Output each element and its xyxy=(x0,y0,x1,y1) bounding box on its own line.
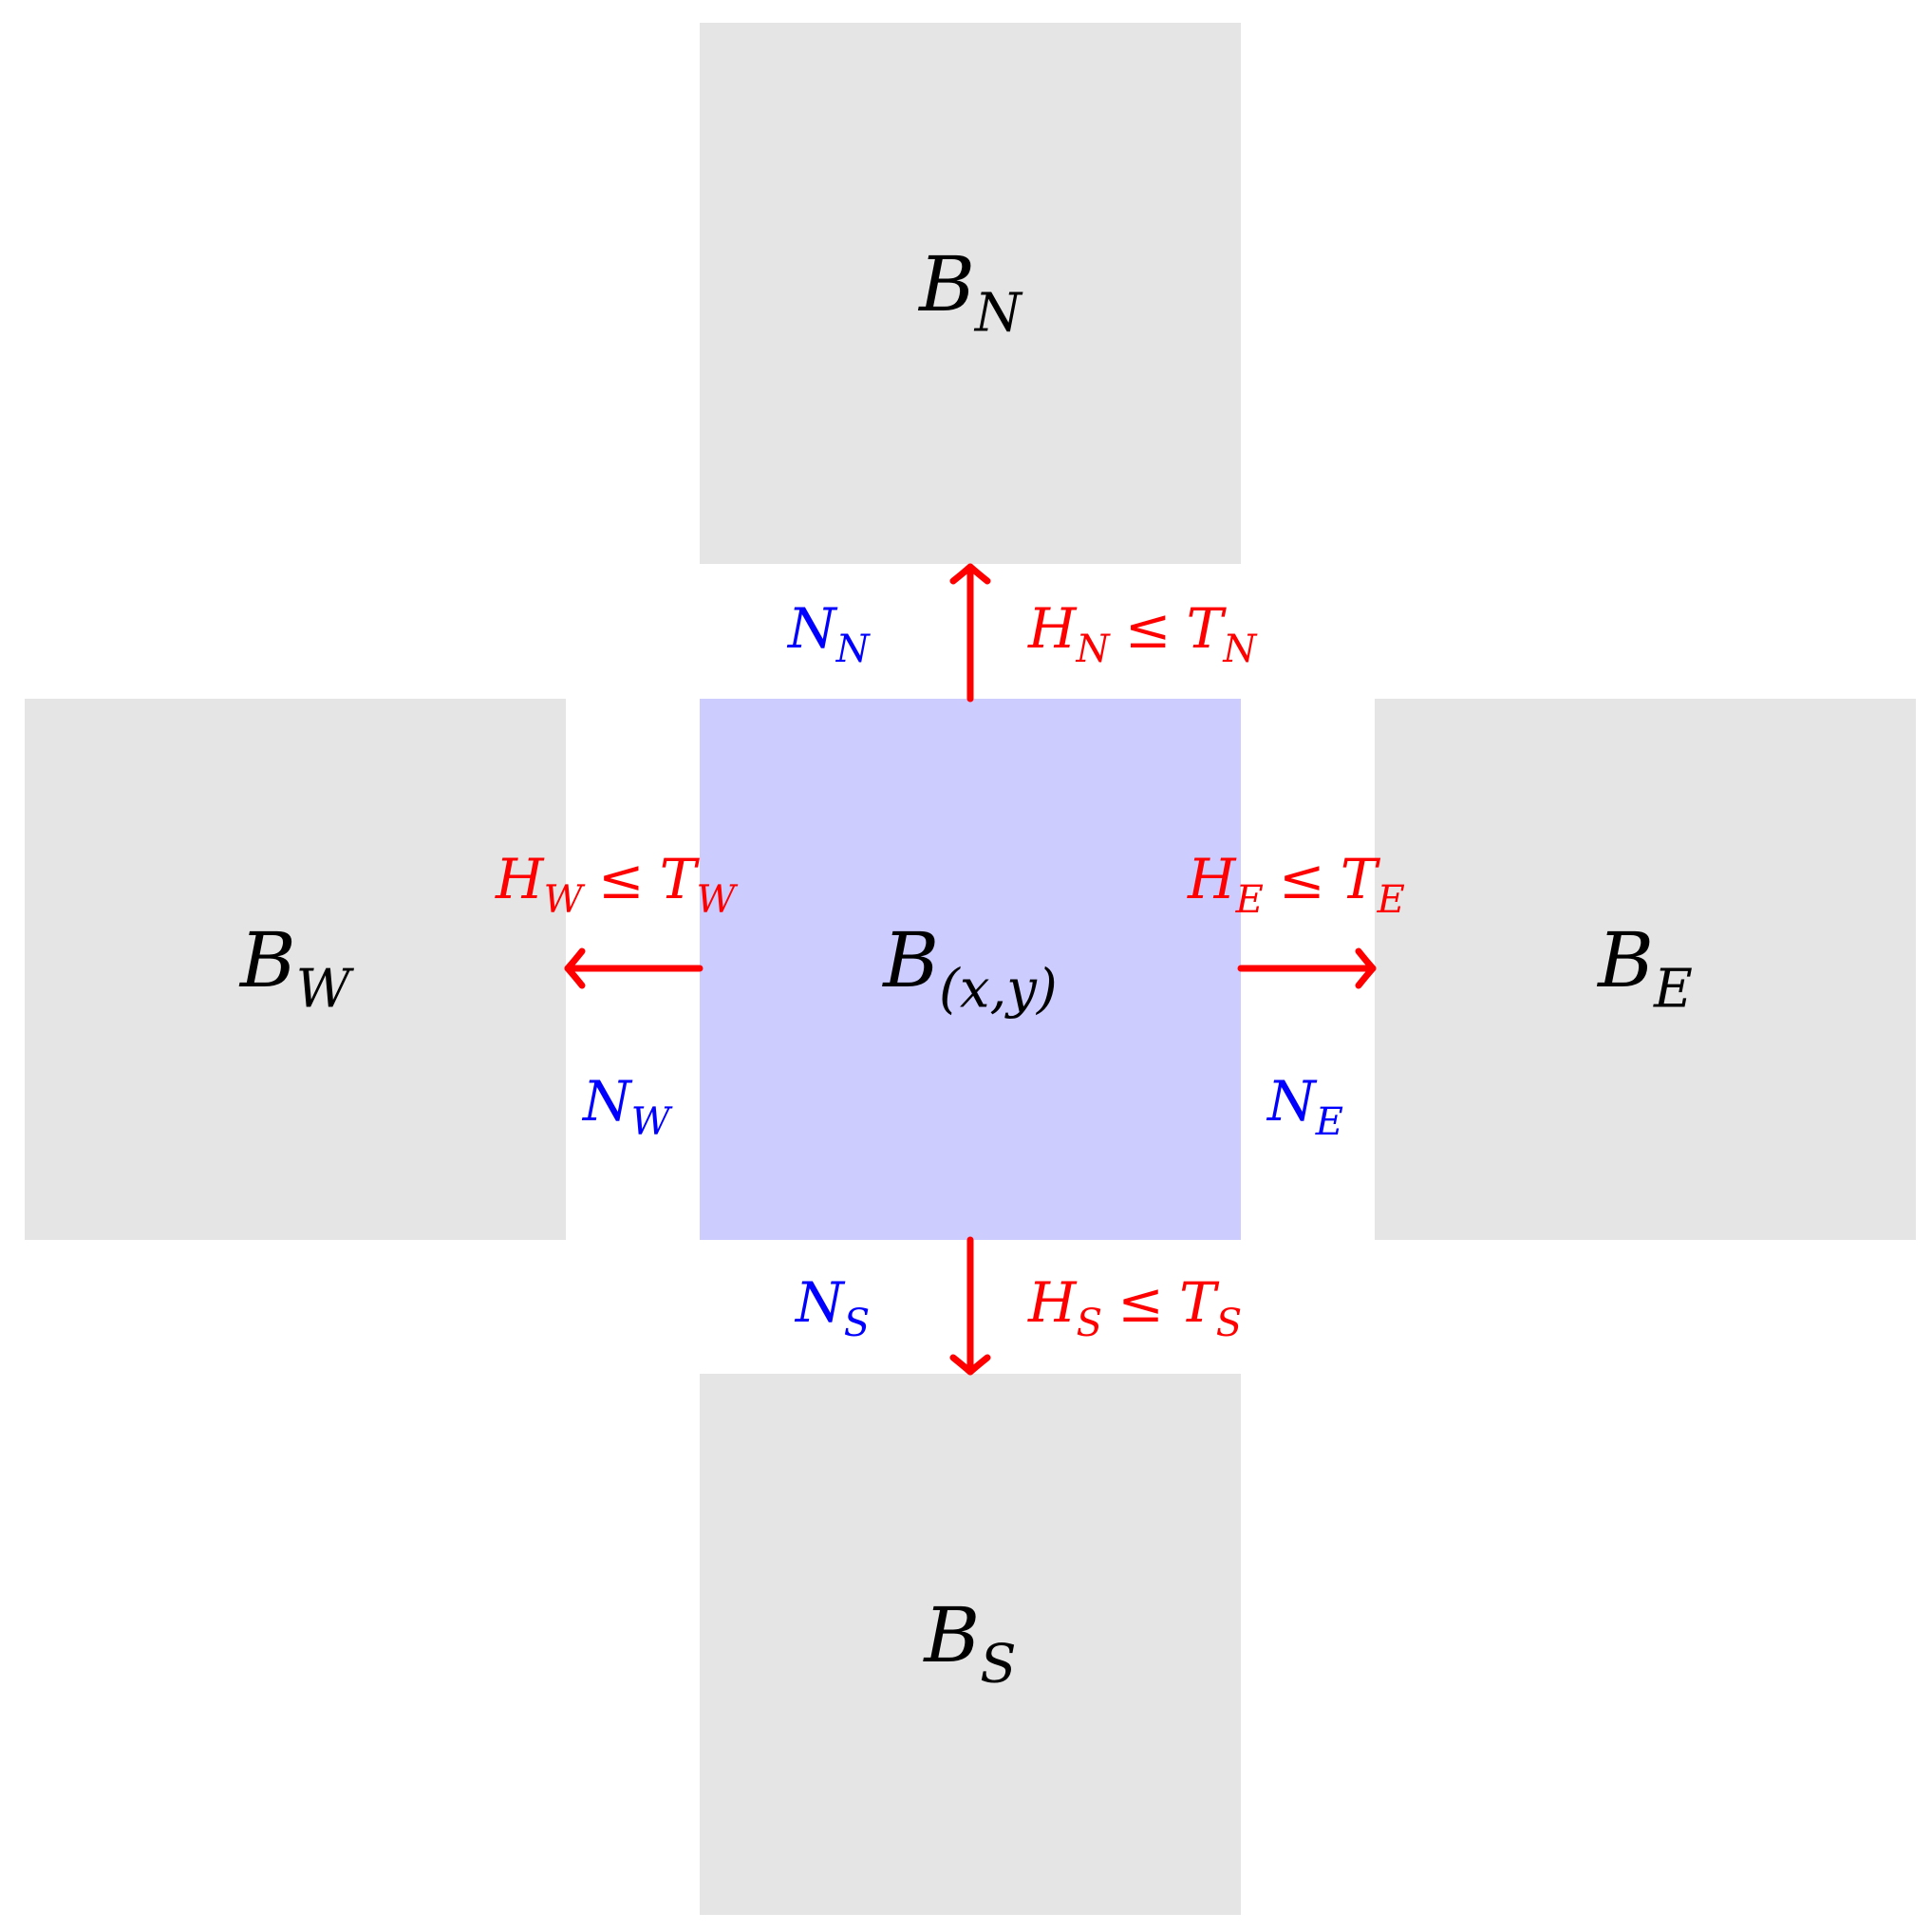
block-center: B(x,y) xyxy=(700,699,1241,1240)
block-west: BW xyxy=(25,699,566,1240)
condition-label-south: HS≤TS xyxy=(1028,1270,1243,1346)
block-east-label: BE xyxy=(1598,915,1693,1021)
condition-label-north: HN≤TN xyxy=(1028,596,1257,672)
block-south-label: BS xyxy=(924,1590,1017,1696)
neighbor-label-south: NS xyxy=(796,1270,871,1346)
arrow-east xyxy=(1237,947,1377,989)
condition-label-west: HW≤TW xyxy=(496,847,736,923)
block-center-label: B(x,y) xyxy=(883,915,1058,1021)
block-south: BS xyxy=(700,1374,1241,1915)
neighbor-label-north: NN xyxy=(788,596,870,672)
arrow-west xyxy=(564,947,703,989)
arrow-north xyxy=(949,563,991,703)
neighbor-label-east: NE xyxy=(1267,1069,1343,1145)
block-west-label: BW xyxy=(239,915,351,1021)
block-north: BN xyxy=(700,23,1241,564)
condition-label-east: HE≤TE xyxy=(1188,847,1405,923)
block-east: BE xyxy=(1375,699,1916,1240)
arrow-south xyxy=(949,1236,991,1376)
neighbor-label-west: NW xyxy=(583,1069,670,1145)
block-north-label: BN xyxy=(919,239,1022,345)
